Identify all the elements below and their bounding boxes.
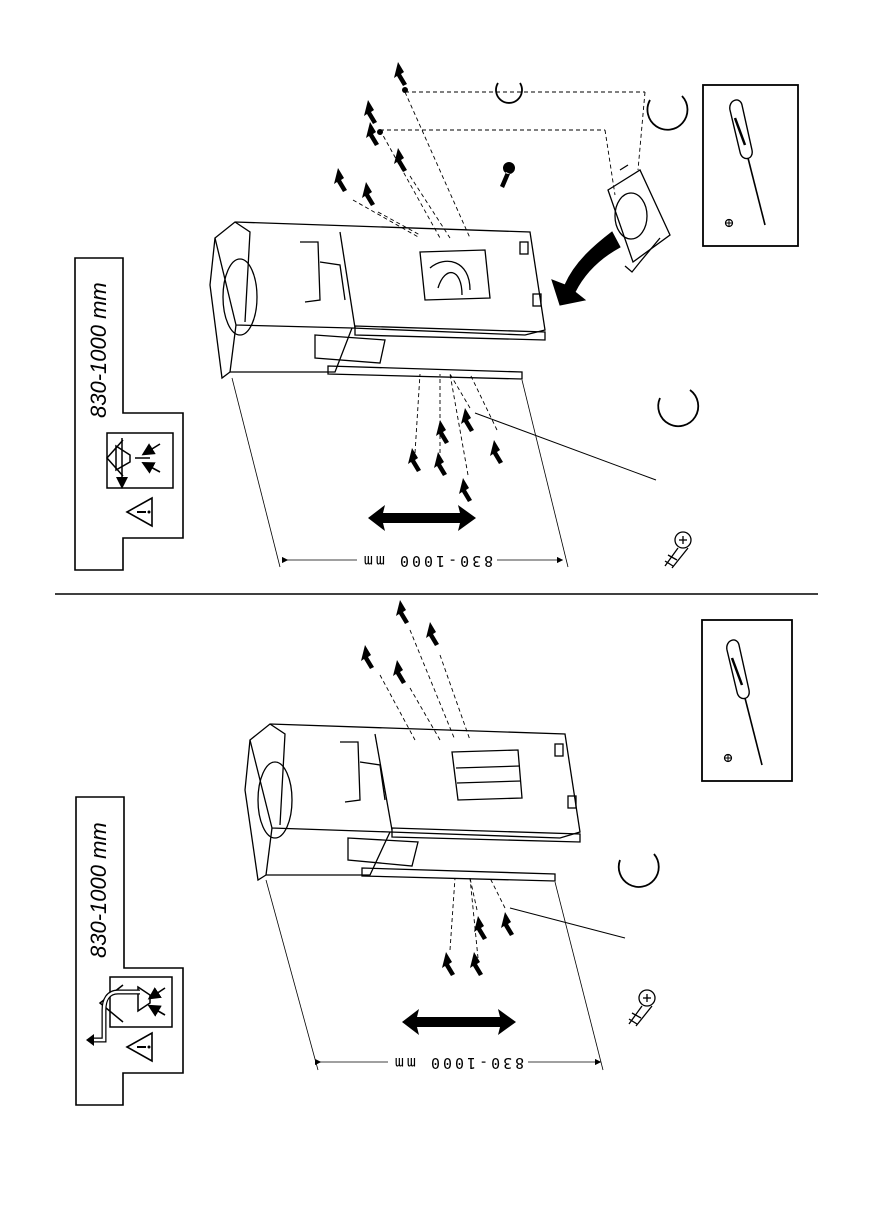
bottom-dimension-label: 830-1000 mm	[388, 1054, 528, 1072]
bottom-step-circle	[619, 854, 659, 887]
airflow-extraction-icon	[107, 433, 173, 488]
bottom-hood-body	[245, 724, 580, 881]
screw-icon	[629, 990, 655, 1026]
airflow-recirculation-icon	[86, 977, 172, 1046]
screwdriver-icon	[702, 620, 792, 781]
top-hood-body	[210, 222, 545, 379]
warning-icon	[127, 498, 152, 526]
top-panel	[75, 62, 798, 570]
bottom-double-arrow	[402, 1009, 516, 1035]
bottom-dimension-lines	[266, 880, 603, 1070]
top-double-arrow	[368, 505, 476, 531]
screwdriver-icon	[703, 85, 798, 246]
bottom-panel	[76, 600, 792, 1105]
warning-icon	[127, 1033, 152, 1061]
top-range-label: 830-1000 mm	[86, 282, 112, 418]
duct-connector	[608, 165, 670, 272]
bottom-screw-lines	[380, 630, 505, 958]
top-dimension-label: 830-1000 mm	[357, 552, 497, 570]
top-dimension-lines	[232, 378, 568, 567]
top-screw-lines	[353, 92, 645, 475]
screw-icon	[665, 532, 691, 568]
top-callout-leader	[475, 413, 656, 480]
bottom-callout-leader	[510, 908, 625, 938]
bottom-range-label: 830-1000 mm	[86, 822, 112, 958]
arrow-icon	[552, 232, 620, 305]
